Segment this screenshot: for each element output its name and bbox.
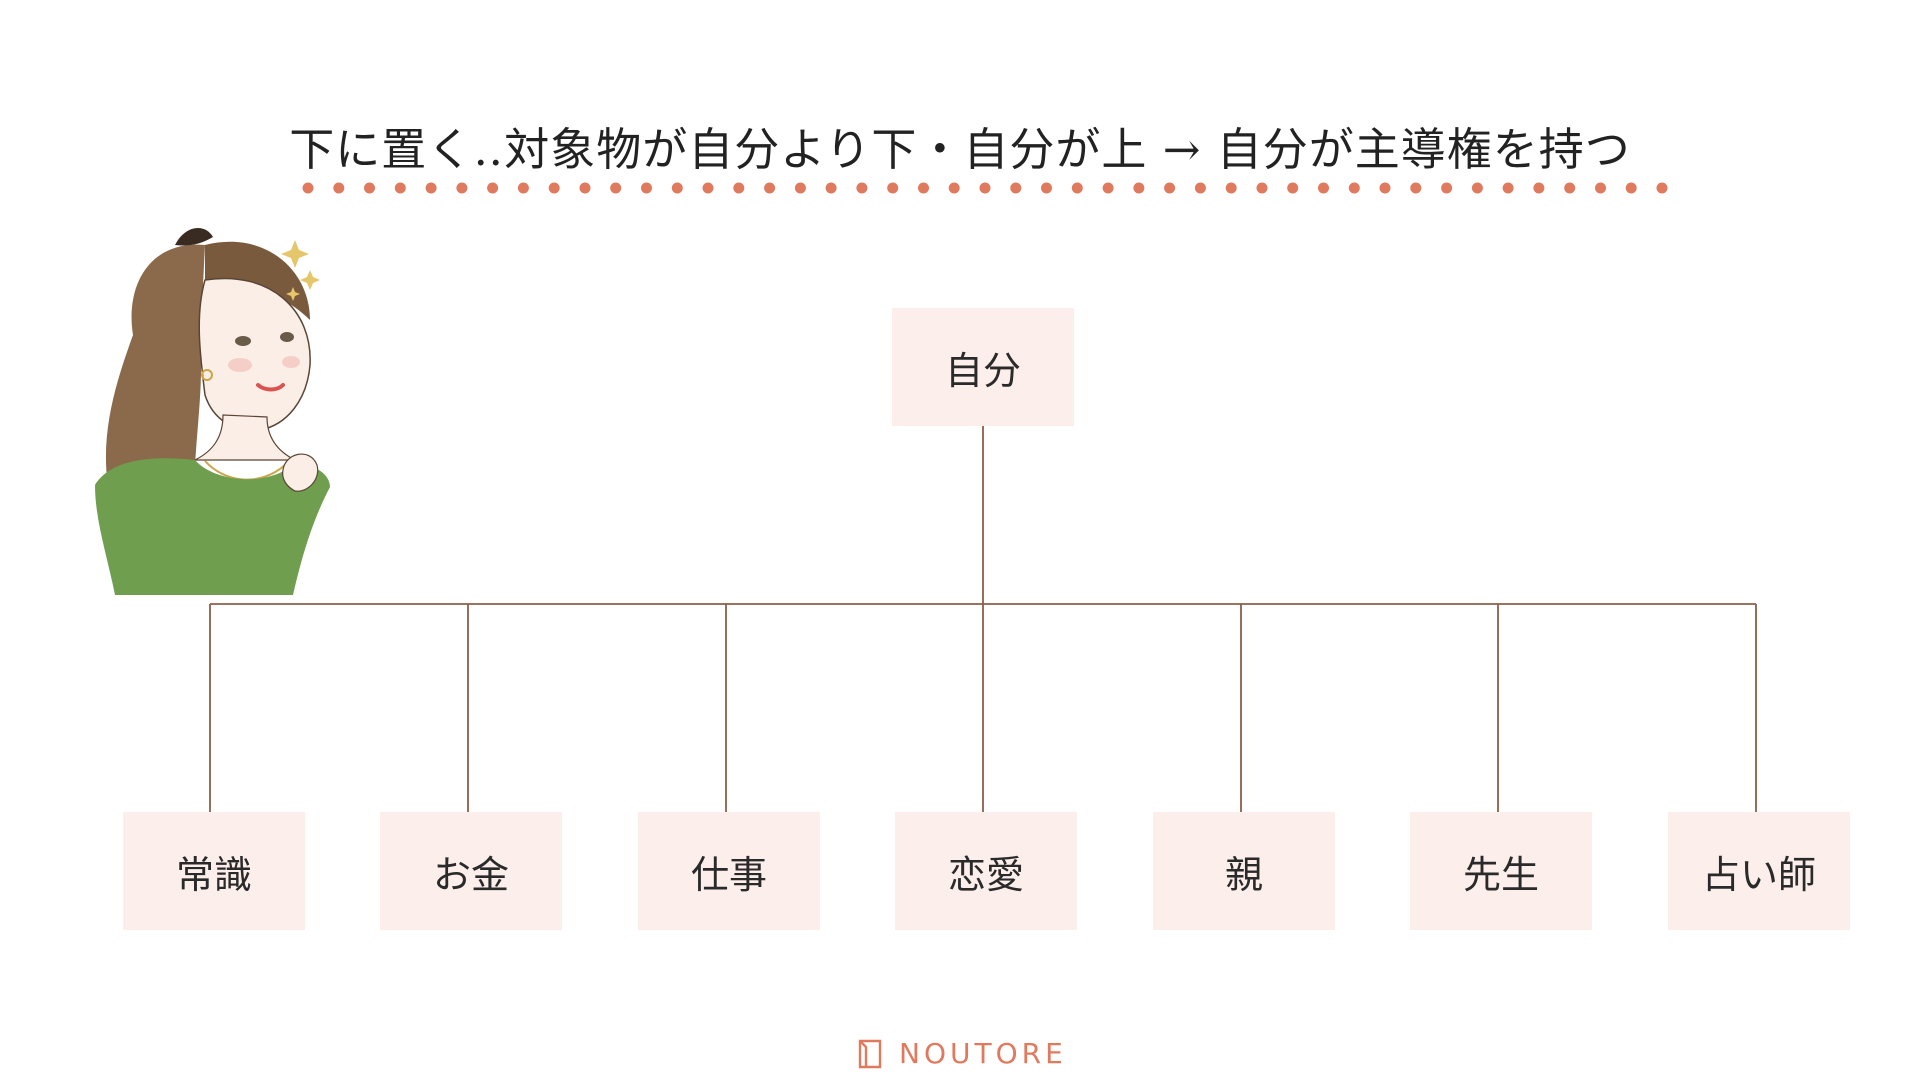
root-node: 自分 <box>892 308 1074 426</box>
underline-dot <box>918 182 929 194</box>
underline-dot <box>1164 182 1176 194</box>
underline-dot <box>1595 182 1606 194</box>
underline-dot <box>825 182 837 194</box>
underline-dot <box>610 182 622 194</box>
underline-dot <box>1410 182 1422 194</box>
underline-dot <box>1010 182 1022 194</box>
underline-dot <box>517 182 529 194</box>
underline-dot <box>456 182 468 194</box>
underline-dot <box>1502 182 1514 194</box>
brand-name: NOUTORE <box>899 1037 1067 1070</box>
underline-dot <box>1379 182 1391 194</box>
underline-dot <box>764 182 776 194</box>
underline-dot <box>302 182 314 194</box>
woman-illustration-icon <box>95 227 330 595</box>
underline-dot <box>1287 182 1299 194</box>
underline-dot <box>1194 182 1206 194</box>
underline-dot <box>887 182 899 194</box>
underline-dot <box>856 182 868 194</box>
underline-dot <box>579 182 591 194</box>
child-node-romance: 恋愛 <box>895 812 1077 930</box>
underline-dot <box>548 182 560 194</box>
underline-dot <box>733 182 745 194</box>
child-node-work: 仕事 <box>638 812 820 930</box>
underline-dot <box>979 182 991 194</box>
underline-dot <box>394 182 406 194</box>
underline-dot <box>425 182 437 194</box>
underline-dot <box>364 182 375 194</box>
child-node-common-sense: 常識 <box>123 812 305 930</box>
underline-dot <box>948 182 960 194</box>
underline-dot <box>671 182 683 194</box>
child-node-teacher: 先生 <box>1410 812 1592 930</box>
underline-dot <box>1441 182 1453 194</box>
underline-dot <box>1071 182 1083 194</box>
notebook-icon <box>858 1039 882 1069</box>
title-underline-dots <box>302 182 1668 194</box>
child-node-parents: 親 <box>1153 812 1335 930</box>
underline-dot <box>641 182 652 194</box>
underline-dot <box>1041 182 1052 194</box>
underline-dot <box>702 182 714 194</box>
underline-dot <box>1318 182 1329 194</box>
brand-logo: NOUTORE <box>855 1036 1067 1072</box>
underline-dot <box>1533 182 1545 194</box>
underline-dot <box>1564 182 1576 194</box>
underline-dot <box>1256 182 1268 194</box>
underline-dot <box>1656 182 1668 194</box>
underline-dot <box>487 182 499 194</box>
underline-dot <box>1225 182 1237 194</box>
underline-dot <box>1625 182 1637 194</box>
underline-dot <box>794 182 806 194</box>
child-node-fortune-teller: 占い師 <box>1668 812 1850 930</box>
page-title: 下に置く‥対象物が自分より下・自分が上 → 自分が主導権を持つ <box>289 123 1631 176</box>
child-node-money: お金 <box>380 812 562 930</box>
underline-dot <box>1348 182 1360 194</box>
underline-dot <box>333 182 345 194</box>
underline-dot <box>1102 182 1114 194</box>
underline-dot <box>1471 182 1483 194</box>
underline-dot <box>1133 182 1145 194</box>
